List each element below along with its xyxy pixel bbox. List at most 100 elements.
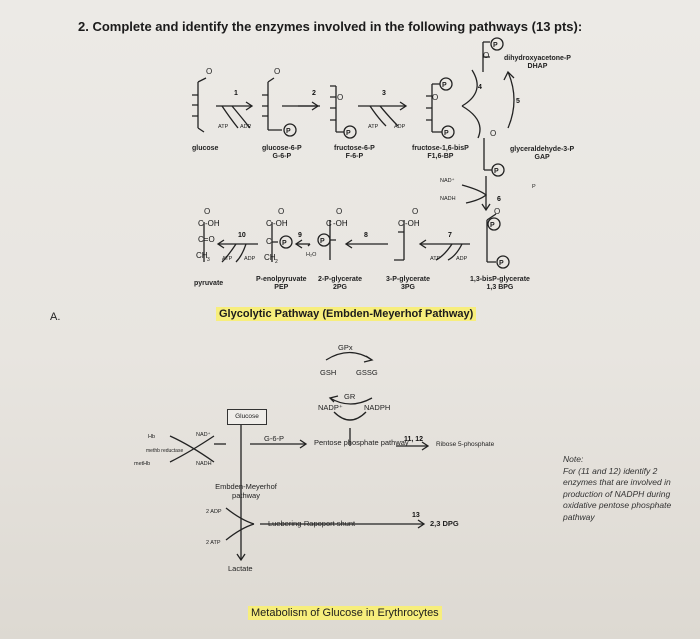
svg-text:O: O: [206, 67, 212, 76]
dpg-label: 2,3 DPG: [430, 519, 459, 528]
svg-text:O: O: [274, 67, 280, 76]
methb-label: metHb: [134, 461, 151, 467]
svg-text:-OH: -OH: [333, 219, 348, 228]
lactate-label: Lactate: [228, 564, 253, 573]
gssg-label: GSSG: [356, 368, 378, 377]
g6p-structure: [262, 77, 282, 131]
svg-text:O: O: [412, 207, 418, 216]
gr-label: GR: [344, 392, 356, 401]
adp-label: ADP: [240, 124, 252, 130]
bpg13-structure: [486, 213, 497, 263]
pyruvate-label: pyruvate: [194, 280, 224, 287]
adp-label: ADP: [394, 124, 406, 130]
step-7: 7: [448, 232, 452, 239]
svg-text:O: O: [483, 51, 489, 60]
emp-label: Embden-Meyerhof pathway: [215, 482, 277, 500]
svg-text:-OH: -OH: [273, 219, 288, 228]
atp2-label: 2 ATP: [206, 540, 221, 546]
atp-label: ATP: [368, 124, 379, 130]
svg-text:-OH: -OH: [405, 219, 420, 228]
step-8: 8: [364, 232, 368, 239]
h2o-label: H₂O: [306, 252, 317, 258]
svg-text:O: O: [494, 207, 500, 216]
nadh-ery-label: NADH: [196, 461, 212, 467]
svg-text:CH: CH: [264, 253, 276, 262]
step-9: 9: [298, 232, 302, 239]
svg-text:2: 2: [275, 259, 278, 265]
atp-label: ATP: [218, 124, 229, 130]
dhap-structure: [482, 41, 490, 72]
ppp-label: Pentose phosphate pathway: [314, 438, 409, 447]
rl-shunt-label: Luebering-Rapoport shunt: [268, 519, 356, 528]
nadph-label: NADPH: [364, 403, 391, 412]
atp-label: ATP: [430, 256, 441, 262]
p-mark-1: P: [286, 128, 291, 135]
glycolysis-title: Glycolytic Pathway (Embden-Meyerhof Path…: [216, 307, 477, 321]
svg-text:P: P: [346, 130, 351, 137]
svg-text:P: P: [493, 42, 498, 49]
glucose-box: Glucose: [227, 409, 267, 425]
question-title: 2. Complete and identify the enzymes inv…: [78, 19, 583, 34]
svg-text:P: P: [444, 130, 449, 137]
svg-text:O: O: [490, 129, 496, 138]
svg-text:P: P: [499, 260, 504, 267]
svg-text:C: C: [326, 219, 332, 228]
step-6: 6: [497, 196, 501, 203]
rl-step: 13: [412, 512, 420, 519]
svg-text:O: O: [278, 207, 284, 216]
svg-text:P: P: [282, 240, 287, 247]
atp-label: ATP: [222, 256, 233, 262]
svg-text:O: O: [204, 207, 210, 216]
f16bp-structure: [426, 83, 442, 133]
f6p-structure: [330, 85, 344, 133]
glucose-label: glucose: [192, 145, 219, 152]
section-a-label: A.: [50, 311, 61, 323]
pg3-structure: [394, 220, 405, 261]
step-4: 4: [478, 84, 482, 91]
g6p-ery-label: G-6-P: [264, 434, 285, 443]
ribose-label: Ribose 5-phosphate: [436, 441, 495, 448]
nadh-label: NADH: [440, 196, 456, 202]
pi-label: P: [532, 184, 536, 190]
step-3: 3: [382, 90, 386, 97]
gsh-label: GSH: [320, 368, 337, 377]
svg-text:CH: CH: [196, 251, 208, 260]
svg-text:C: C: [266, 219, 272, 228]
methb-reductase-label: methb reductase: [146, 448, 184, 454]
step-10: 10: [238, 232, 246, 239]
step-5: 5: [516, 98, 520, 105]
adp-label: ADP: [244, 256, 256, 262]
hb-label: Hb: [148, 434, 156, 440]
svg-text:P: P: [320, 238, 325, 245]
svg-text:P: P: [490, 222, 495, 229]
svg-text:C: C: [398, 219, 404, 228]
step-1: 1: [234, 90, 238, 97]
pep-structure: [271, 222, 278, 262]
svg-text:P: P: [494, 168, 499, 175]
step-2: 2: [312, 90, 316, 97]
ppp-steps: 11, 12: [404, 436, 424, 443]
adp2-label: 2 ADP: [206, 509, 222, 515]
note-text: Note: For (11 and 12) identify 2 enzymes…: [563, 454, 672, 522]
nadp-label: NADP⁺: [318, 403, 343, 412]
svg-text:O: O: [432, 93, 438, 102]
gap-structure: [483, 138, 492, 171]
adp-label: ADP: [456, 256, 468, 262]
svg-text:C=O: C=O: [198, 235, 215, 244]
nad-ery-label: NAD⁺: [196, 432, 211, 438]
erythrocyte-title: Metabolism of Glucose in Erythrocytes: [248, 606, 442, 620]
svg-text:-OH: -OH: [205, 219, 220, 228]
svg-text:C: C: [266, 237, 272, 246]
svg-text:O: O: [336, 207, 342, 216]
